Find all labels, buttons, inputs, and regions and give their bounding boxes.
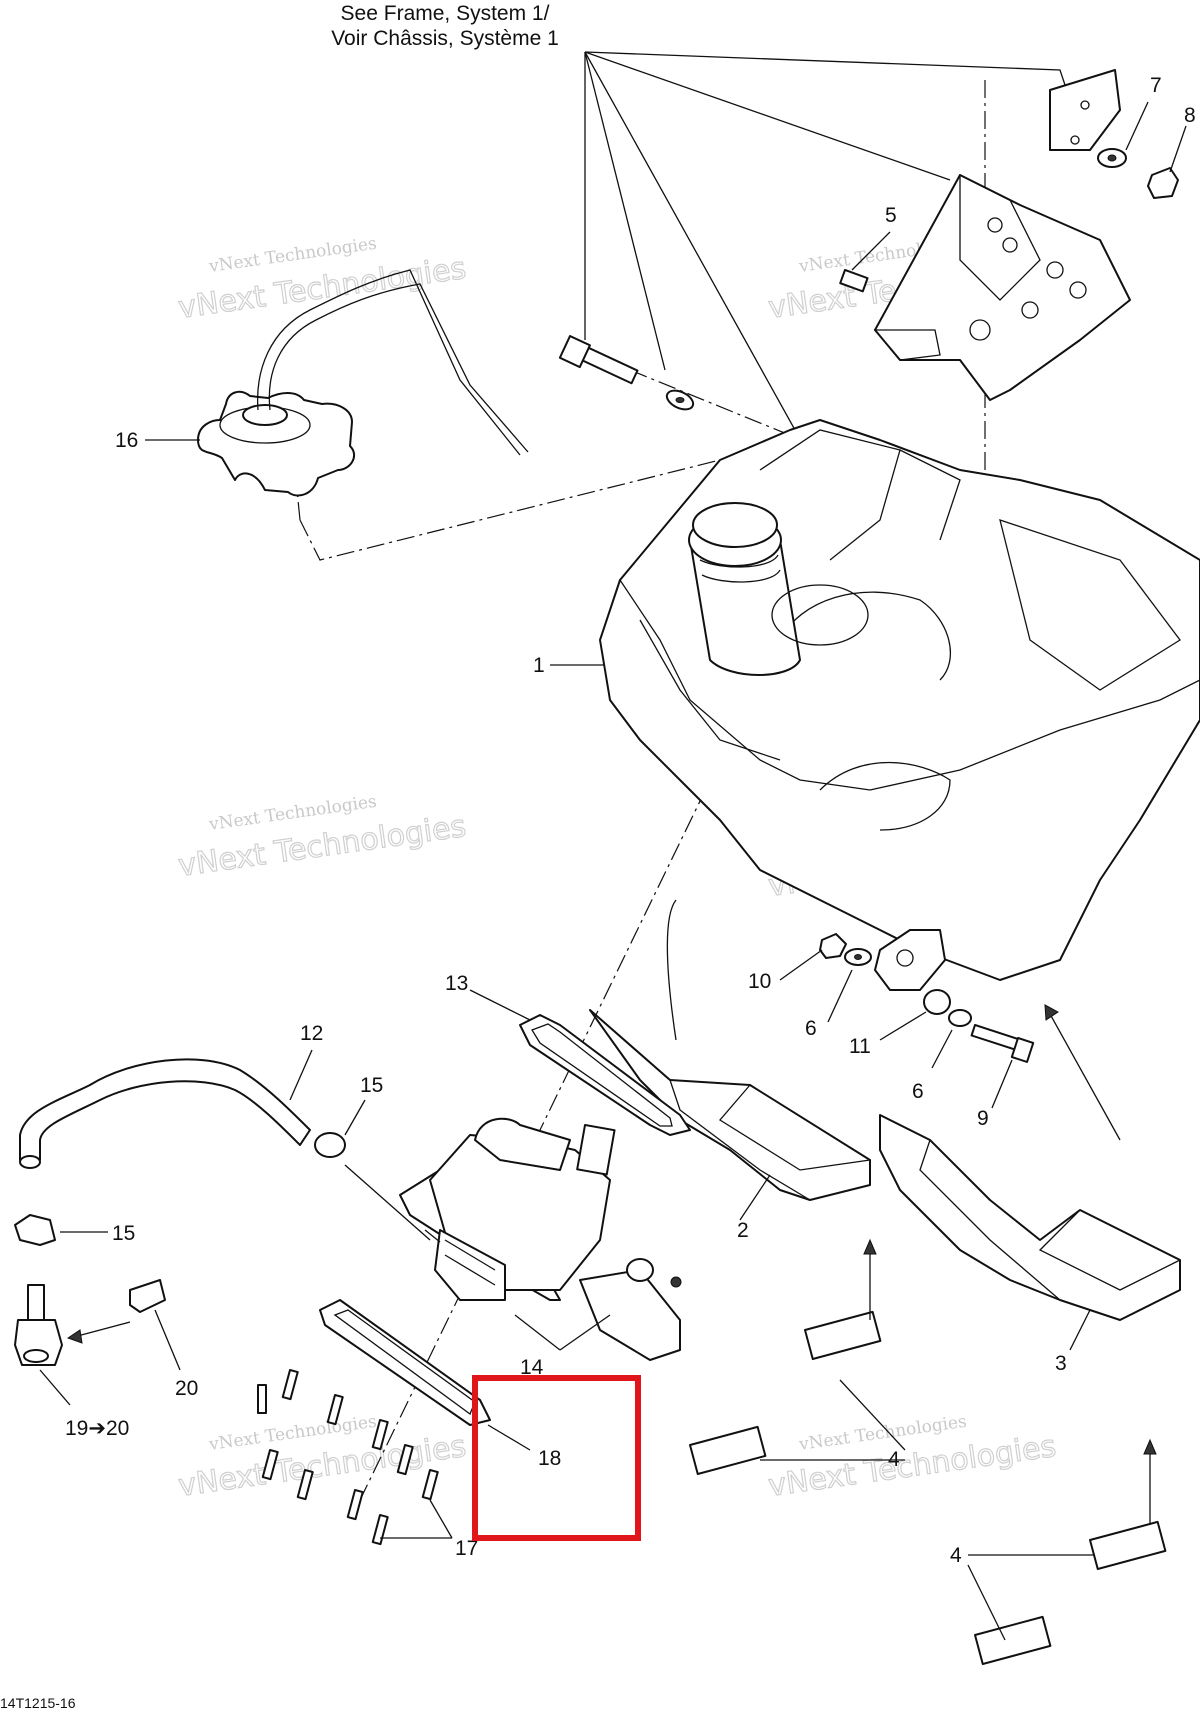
callout-20: 20 xyxy=(175,1377,198,1400)
callout-6: 6 xyxy=(805,1017,817,1040)
callout-7: 7 xyxy=(1150,74,1162,97)
fuel-hose: 12 15 15 xyxy=(14,1022,431,1246)
callout-9: 9 xyxy=(977,1107,989,1130)
callout-3: 3 xyxy=(1055,1352,1067,1375)
callout-18: 18 xyxy=(538,1447,561,1470)
callout-4: 4 xyxy=(888,1448,900,1471)
adhesive-pads: 4 4 xyxy=(689,1238,1167,1665)
callout-14: 14 xyxy=(520,1356,544,1379)
callout-15: 15 xyxy=(112,1222,135,1245)
fuel-cap-assembly: 16 xyxy=(115,269,529,497)
quick-connector: 19➔20 20 xyxy=(14,1279,198,1440)
callout-15: 15 xyxy=(360,1074,383,1097)
heat-shield-right: 3 xyxy=(879,1004,1181,1375)
frame-reference-line1: See Frame, System 1/ xyxy=(341,2,550,25)
frame-reference-line2: Voir Châssis, Système 1 xyxy=(331,27,559,50)
callout-1: 1 xyxy=(533,654,545,677)
fuel-tank: 1 xyxy=(533,419,1200,981)
callout-10: 10 xyxy=(748,970,771,993)
callout-13: 13 xyxy=(445,972,468,995)
tank-mount-bolt xyxy=(558,334,695,411)
callout-2: 2 xyxy=(737,1219,749,1242)
callout-4: 4 xyxy=(950,1544,962,1567)
tank-bracket-upper: 7 8 xyxy=(1049,69,1196,199)
callout-16: 16 xyxy=(115,429,138,452)
highlight-box xyxy=(472,1375,641,1541)
callout-6: 6 xyxy=(912,1080,924,1103)
callout-19-20: 19➔20 xyxy=(65,1417,129,1440)
pump-gasket: 13 xyxy=(445,972,691,1136)
tank-bracket-mount: 5 xyxy=(839,173,1131,401)
callout-8: 8 xyxy=(1184,104,1196,127)
callout-5: 5 xyxy=(885,204,897,227)
drawing-code: 14T1215-16 xyxy=(0,1695,76,1711)
callout-11: 11 xyxy=(849,1035,871,1058)
callout-12: 12 xyxy=(300,1022,323,1045)
tank-side-fasteners: 10 6 11 6 9 xyxy=(748,929,1035,1130)
fuel-pump-module: 14 xyxy=(399,1117,682,1379)
callout-17: 17 xyxy=(455,1537,478,1560)
pump-screws: 17 xyxy=(257,1369,478,1560)
